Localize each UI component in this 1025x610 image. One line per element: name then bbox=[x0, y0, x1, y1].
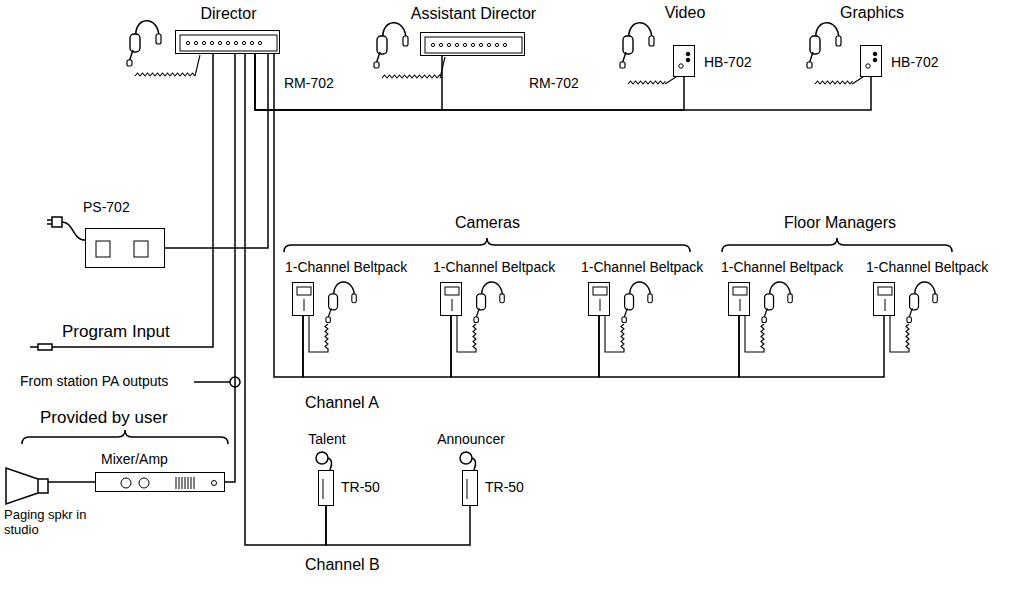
cable bbox=[48, 481, 95, 483]
model-number: RM-702 bbox=[529, 75, 579, 91]
headset bbox=[807, 23, 841, 68]
device-label: Director bbox=[176, 5, 281, 23]
receiver: AnnouncerTR-50 bbox=[462, 470, 478, 506]
cable bbox=[451, 316, 599, 377]
device-detail bbox=[291, 281, 317, 319]
device-detail bbox=[4, 466, 50, 506]
cable bbox=[255, 54, 442, 110]
headset-station: VideoHB-702 bbox=[673, 45, 695, 77]
coiled-cord bbox=[628, 77, 676, 84]
device-label: 1-Channel Beltpack bbox=[581, 259, 703, 275]
receiver: TalentTR-50 bbox=[318, 470, 334, 506]
coiled-cord bbox=[605, 316, 624, 352]
device-label: 1-Channel Beltpack bbox=[285, 259, 407, 275]
cable bbox=[255, 54, 684, 110]
device-detail bbox=[84, 227, 168, 271]
bracket bbox=[22, 430, 228, 444]
annotation-label: Cameras bbox=[455, 214, 520, 232]
earpiece-cord bbox=[472, 458, 476, 470]
power-supply: PS-702 bbox=[85, 228, 165, 268]
earpiece-cord bbox=[328, 458, 332, 470]
model-number: HB-702 bbox=[891, 54, 938, 70]
headset bbox=[762, 282, 792, 322]
device-label: Talent bbox=[289, 431, 365, 447]
coiled-cord bbox=[745, 316, 764, 352]
cable bbox=[245, 54, 326, 545]
beltpack: 1-Channel Beltpack bbox=[588, 282, 610, 316]
cable bbox=[326, 506, 470, 545]
leader-line bbox=[194, 381, 230, 383]
annotation-label: Floor Managers bbox=[784, 214, 896, 232]
power-plug bbox=[47, 217, 62, 227]
speaker: Paging spkr in studio bbox=[6, 468, 48, 504]
model-number: TR-50 bbox=[485, 479, 524, 495]
device-detail bbox=[317, 469, 337, 509]
program-input-wire bbox=[52, 54, 213, 347]
device-label: 1-Channel Beltpack bbox=[433, 259, 555, 275]
device-label: Mixer/Amp bbox=[101, 451, 168, 467]
device-label: Announcer bbox=[431, 431, 511, 447]
coiled-cord bbox=[135, 55, 200, 76]
earpiece bbox=[460, 452, 472, 464]
device-detail bbox=[94, 471, 228, 495]
coiled-cord bbox=[815, 77, 863, 84]
master-station: DirectorRM-702 bbox=[175, 30, 280, 54]
device-label: Assistant Director bbox=[381, 5, 566, 23]
master-station: Assistant DirectorRM-702 bbox=[420, 32, 525, 56]
headset-station: GraphicsHB-702 bbox=[860, 45, 882, 77]
device-label: 1-Channel Beltpack bbox=[721, 259, 843, 275]
headset bbox=[127, 21, 161, 66]
device-detail bbox=[727, 281, 753, 319]
device-detail bbox=[174, 29, 283, 57]
cable bbox=[274, 54, 303, 377]
device-detail bbox=[587, 281, 613, 319]
annotation-label: Provided by user bbox=[40, 408, 168, 428]
earpiece bbox=[316, 452, 328, 464]
headset bbox=[374, 23, 408, 68]
device-detail bbox=[672, 44, 698, 80]
device-detail bbox=[461, 469, 481, 509]
headset bbox=[907, 282, 937, 322]
beltpack: 1-Channel Beltpack bbox=[873, 282, 895, 316]
bracket bbox=[722, 238, 952, 252]
coiled-cord bbox=[382, 57, 445, 78]
annotation-label: Channel B bbox=[305, 556, 380, 574]
headset bbox=[474, 282, 504, 322]
power-cord bbox=[62, 222, 85, 240]
device-detail bbox=[439, 281, 465, 319]
annotation-label: Channel A bbox=[305, 394, 379, 412]
mixer-amp: Mixer/Amp bbox=[95, 472, 225, 492]
device-detail bbox=[872, 281, 898, 319]
plug bbox=[30, 344, 52, 350]
device-detail bbox=[859, 44, 885, 80]
device-label: PS-702 bbox=[83, 199, 130, 215]
beltpack: 1-Channel Beltpack bbox=[728, 282, 750, 316]
model-number: HB-702 bbox=[704, 54, 751, 70]
device-label: 1-Channel Beltpack bbox=[866, 259, 988, 275]
beltpack: 1-Channel Beltpack bbox=[292, 282, 314, 316]
model-number: TR-50 bbox=[341, 479, 380, 495]
device-label: Paging spkr in studio bbox=[4, 508, 88, 538]
device-label: Video bbox=[644, 4, 726, 22]
annotation-label: From station PA outputs bbox=[20, 373, 168, 389]
cable bbox=[255, 54, 871, 110]
coiled-cord bbox=[309, 316, 328, 352]
coiled-cord bbox=[457, 316, 476, 352]
device-detail bbox=[419, 31, 528, 59]
beltpack: 1-Channel Beltpack bbox=[440, 282, 462, 316]
model-number: RM-702 bbox=[284, 75, 334, 91]
cable bbox=[739, 316, 884, 377]
headset bbox=[622, 282, 652, 322]
headset bbox=[620, 23, 654, 68]
device-label: Graphics bbox=[821, 4, 923, 22]
bracket bbox=[284, 238, 690, 252]
headset bbox=[326, 282, 356, 322]
cable bbox=[165, 54, 268, 248]
cable bbox=[225, 54, 235, 482]
cable bbox=[599, 316, 739, 377]
cable bbox=[303, 316, 451, 377]
annotation-label: Program Input bbox=[62, 322, 170, 342]
coiled-cord bbox=[890, 316, 909, 352]
